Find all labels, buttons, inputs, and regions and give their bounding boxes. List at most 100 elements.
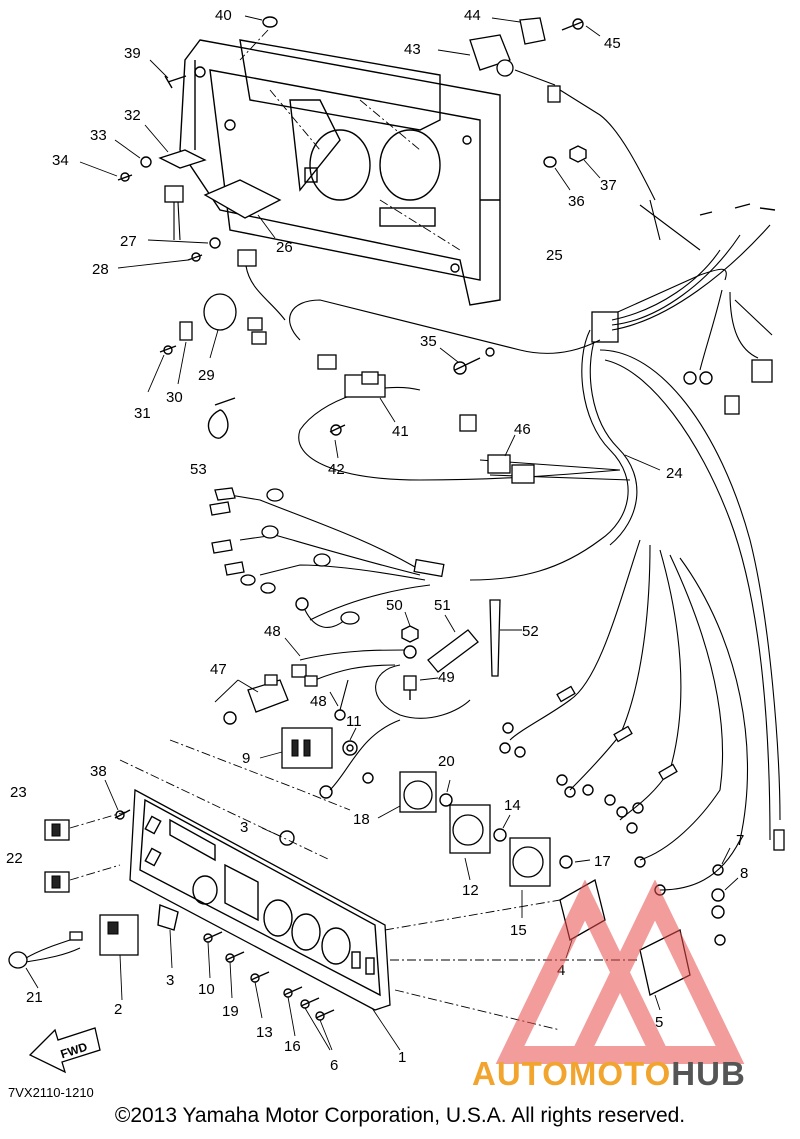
callout-16: 16 (284, 1038, 301, 1055)
part-7-screw (712, 847, 731, 876)
wire-loop-center (319, 664, 471, 799)
callout-17: 17 (594, 853, 611, 870)
connector-upper (164, 185, 286, 321)
callout-15: 15 (510, 922, 527, 939)
callout-6: 6 (330, 1057, 338, 1074)
part-52-tie (489, 599, 522, 677)
part-28-screw (117, 252, 203, 269)
callout-48: 48 (264, 623, 281, 640)
part-20-washer (439, 779, 453, 807)
callout-2: 2 (114, 1001, 122, 1018)
callout-33: 33 (90, 127, 107, 144)
connector-top-right (547, 85, 656, 201)
part-48-wire-a (284, 637, 417, 678)
callout-44: 44 (464, 7, 481, 24)
callout-10: 10 (198, 981, 215, 998)
part-14-washer (493, 814, 511, 842)
callout-4: 4 (557, 962, 565, 979)
part-38-screw (104, 779, 131, 820)
warning-triangle-icon (495, 880, 745, 1064)
part-11-nut (342, 727, 358, 756)
callout-23: 23 (10, 784, 27, 801)
callout-31: 31 (134, 405, 151, 422)
callout-20: 20 (438, 753, 455, 770)
callout-18: 18 (353, 811, 370, 828)
callout-49: 49 (438, 669, 455, 686)
fwd-arrow-icon: FWD (28, 1027, 101, 1074)
part-8-washer (711, 877, 739, 919)
part-23-switch (44, 811, 126, 841)
part-48-wire-b (304, 664, 396, 721)
part-2-breaker (99, 914, 139, 1001)
callout-28: 28 (92, 261, 109, 278)
callout-8: 8 (740, 865, 748, 882)
automotohub-watermark: AUTOMOTOHUB (472, 880, 746, 1092)
part-32-pad (144, 124, 207, 169)
part-49-terminal (403, 675, 439, 700)
part-1-front-panel (129, 788, 401, 1051)
svg-text:AUTOMOTOHUB: AUTOMOTOHUB (472, 1055, 746, 1092)
watermark-brand-part1: AUTOMOTO (472, 1055, 671, 1092)
callout-48: 48 (310, 693, 327, 710)
part-51-tube (427, 614, 479, 673)
part-34-screw (79, 161, 133, 182)
callout-47: 47 (210, 661, 227, 678)
part-53-clamp (207, 397, 236, 439)
part-50-nut (401, 611, 419, 643)
callout-40: 40 (215, 7, 232, 24)
callout-29: 29 (198, 367, 215, 384)
callout-22: 22 (6, 850, 23, 867)
callout-32: 32 (124, 107, 141, 124)
callout-30: 30 (166, 389, 183, 406)
part-27-washer (147, 237, 221, 249)
part-9-switch (259, 727, 333, 769)
callout-34: 34 (52, 152, 69, 169)
callout-5: 5 (655, 1014, 663, 1031)
part-22-switch (44, 864, 121, 893)
part-18-receptacle (377, 771, 437, 819)
drawing-code: 7VX2110-1210 (8, 1085, 94, 1100)
callout-46: 46 (514, 421, 531, 438)
part-35-screw (439, 347, 495, 375)
callout-7: 7 (736, 832, 744, 849)
part-31-screw (147, 345, 177, 393)
part-44-bracket (491, 17, 546, 45)
part-29-relay (203, 293, 267, 359)
part-12-receptacle (449, 804, 491, 881)
part-40-grommet (239, 15, 278, 61)
part-43-switch (437, 34, 556, 86)
part-37-nut (569, 145, 601, 179)
housing-frame (179, 39, 501, 306)
callout-45: 45 (604, 35, 621, 52)
part-39-screw (149, 59, 187, 89)
lower-leader-dashes (119, 739, 351, 861)
callout-26: 26 (276, 239, 293, 256)
callout-27: 27 (120, 233, 137, 250)
connector-small (317, 354, 337, 370)
callout-21: 21 (26, 989, 43, 1006)
callout-3: 3 (166, 972, 174, 989)
copyright-notice: ©2013 Yamaha Motor Corporation, U.S.A. A… (114, 1104, 686, 1127)
callout-41: 41 (392, 423, 409, 440)
wire-terminals-right (499, 539, 785, 946)
callout-39: 39 (124, 45, 141, 62)
callout-50: 50 (386, 597, 403, 614)
part-26-plate (203, 179, 282, 239)
callout-14: 14 (504, 797, 521, 814)
callout-25: 25 (546, 247, 563, 264)
part-17-nut (559, 855, 591, 869)
callout-11: 11 (346, 713, 362, 730)
part-3-grommet (261, 827, 295, 846)
callout-51: 51 (434, 597, 451, 614)
callout-9: 9 (242, 750, 250, 767)
part-15-receptacle (509, 837, 551, 918)
callout-3: 3 (240, 819, 248, 836)
callout-43: 43 (404, 41, 421, 58)
part-45-screw (561, 18, 601, 37)
part-47-switch (214, 674, 289, 725)
part-33-washer (114, 139, 152, 168)
callout-19: 19 (222, 1003, 239, 1020)
callout-1: 1 (398, 1049, 406, 1066)
callout-38: 38 (90, 763, 107, 780)
